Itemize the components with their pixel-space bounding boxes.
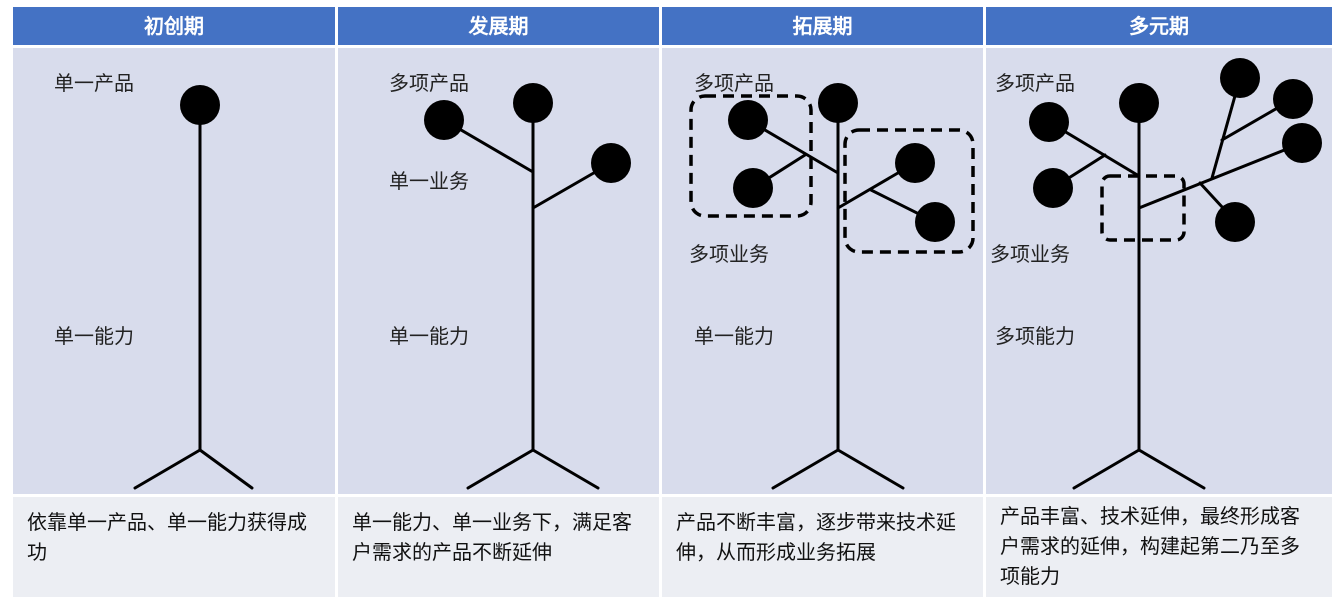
node-dot <box>733 168 773 208</box>
stage-panel-3 <box>662 48 983 494</box>
node-dot <box>895 143 935 183</box>
node-dot <box>513 83 553 123</box>
dashed-group-box <box>689 94 813 218</box>
stage-header-1: 初创期 <box>13 7 335 45</box>
label-product: 单一产品 <box>54 71 134 95</box>
label-capability: 单一能力 <box>389 324 469 348</box>
node-dot <box>591 143 631 183</box>
stage-header-2: 发展期 <box>338 7 659 45</box>
label-capability: 单一能力 <box>694 324 774 348</box>
tree-stage-3 <box>746 101 937 490</box>
label-capability: 多项能力 <box>995 324 1075 348</box>
node-dot <box>1119 83 1159 123</box>
stage-description-2: 单一能力、单一业务下，满足客户需求的产品不断延伸 <box>338 497 659 597</box>
tree-stage-1 <box>133 104 254 490</box>
node-dot <box>1273 79 1313 119</box>
stage-panel-1 <box>13 48 335 494</box>
tree-stage-4 <box>1047 76 1304 490</box>
node-dot <box>180 85 220 125</box>
dashed-group-box <box>843 128 975 254</box>
node-dot <box>1215 202 1255 242</box>
node-dot <box>915 202 955 242</box>
label-capability: 单一能力 <box>54 324 134 348</box>
node-dot <box>1029 102 1069 142</box>
label-business: 多项业务 <box>990 242 1070 266</box>
node-dot <box>728 100 768 140</box>
stage-description-4: 产品丰富、技术延伸，最终形成客户需求的延伸，构建起第二乃至多项能力 <box>986 497 1332 597</box>
label-business: 单一业务 <box>389 169 469 193</box>
node-dot <box>818 83 858 123</box>
label-product: 多项产品 <box>694 71 774 95</box>
stage-description-1: 依靠单一产品、单一能力获得成功 <box>13 497 335 597</box>
node-dot <box>1282 123 1322 163</box>
stage-header-3: 拓展期 <box>662 7 983 45</box>
node-dot <box>424 100 464 140</box>
label-product: 多项产品 <box>995 71 1075 95</box>
node-dot <box>1220 58 1260 98</box>
tree-stage-2 <box>442 101 613 490</box>
dashed-group-box <box>1100 174 1186 242</box>
stage-header-4: 多元期 <box>986 7 1332 45</box>
stage-description-3: 产品不断丰富，逐步带来技术延伸，从而形成业务拓展 <box>662 497 983 597</box>
label-business: 多项业务 <box>689 242 769 266</box>
stage-panel-2 <box>338 48 659 494</box>
label-product: 多项产品 <box>389 71 469 95</box>
node-dot <box>1033 168 1073 208</box>
